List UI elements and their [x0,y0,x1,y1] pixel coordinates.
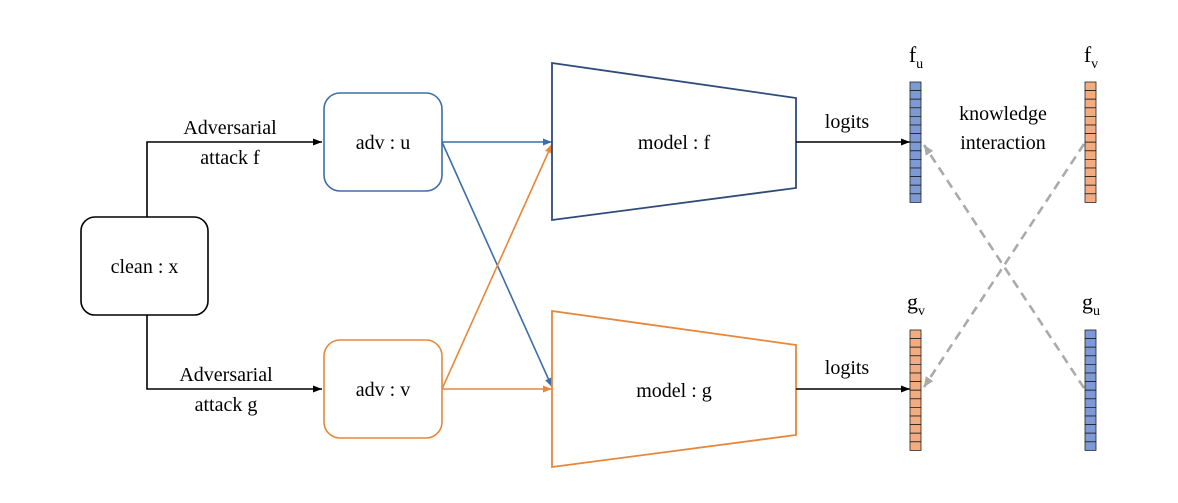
vector-gu-cell [1084,441,1097,451]
vector-gu-cell [1084,363,1097,374]
vector-gu-base: g [1082,289,1093,314]
clean-node-label: clean : x [111,256,179,278]
vector-fv-label: fv [1084,42,1098,72]
vector-gv-cell [909,346,922,357]
vector-fu-label: fu [909,42,923,72]
vector-fv-cell [1084,107,1097,117]
model-f-label: model : f [638,132,711,154]
interaction-arrow-fv-to-gv [922,143,1086,388]
attack-g-label-line2: attack g [195,394,258,416]
attack-f-edge [146,138,322,217]
vector-fv-cell [1084,116,1097,126]
vector-gv-label: gv [907,289,925,319]
vector-gu-cell [1084,389,1097,400]
vector-fu-cell [909,98,922,109]
vector-fu-cell [909,167,922,178]
vector-gu-cell [1084,338,1097,348]
vector-fu-cell [909,81,922,92]
vector-gu-cell [1084,424,1097,434]
attack-f-label-line1: Adversarial [183,117,277,139]
attack-g-label-line1: Adversarial [179,364,273,386]
vector-fu-cell [909,150,922,160]
vector-fv-cell [1084,90,1097,100]
vector-gv-cell [909,415,922,426]
vector-gu-cell [1084,329,1097,340]
vector-fu-cell [909,184,922,195]
vector-gv-cell [909,389,922,400]
vector-fv-cell [1084,133,1097,143]
vector-gv-cell [909,432,922,443]
vector-fu-base: f [909,42,917,67]
vector-fv-cell [1084,158,1097,169]
model-f-trapezoid [551,61,797,222]
interaction-label-line1: knowledge [959,103,1047,125]
vector-fu-cell [909,107,922,117]
vector-gu-cell [1084,346,1097,357]
vector-gu-cell [1084,432,1097,443]
vector-gv-cell [909,424,922,434]
vector-fv-cell [1084,81,1097,92]
vector-gv-sub: v [918,304,925,319]
vector-gu-cell [1084,406,1097,417]
vector-fu-bar [909,81,922,203]
vector-fv-cell [1084,184,1097,195]
adv-u-label: adv : u [356,132,410,154]
vector-fv-cell [1084,98,1097,109]
clean-node [80,216,209,316]
vector-fu-cell [909,158,922,169]
vector-fu-cell [909,116,922,126]
vector-fv-cell [1084,176,1097,186]
vector-gu-cell [1084,355,1097,365]
vector-gu-cell [1084,398,1097,408]
vector-fv-cell [1084,193,1097,203]
vector-fu-cell [909,141,922,152]
vector-gu-cell [1084,372,1097,383]
vector-gu-label: gu [1082,289,1100,319]
attack-g-edge [146,315,322,393]
vector-gv-cell [909,329,922,340]
vector-gv-cell [909,381,922,391]
vector-fu-cell [909,176,922,186]
vector-gv-cell [909,363,922,374]
vector-fu-cell [909,193,922,203]
logits-bottom-label: logits [825,357,870,379]
vector-fv-bar [1084,81,1097,203]
vector-gv-cell [909,372,922,383]
vector-gv-cell [909,441,922,451]
logits-top-label: logits [825,111,870,133]
vector-fu-cell [909,133,922,143]
vector-gv-cell [909,398,922,408]
vector-fv-cell [1084,167,1097,178]
vector-gu-sub: u [1093,304,1100,319]
vector-gv-cell [909,406,922,417]
vector-gv-base: g [907,289,918,314]
vector-fu-sub: u [916,57,923,72]
interaction-label-line2: interaction [960,132,1046,154]
model-g-trapezoid [551,309,797,469]
vector-gv-cell [909,338,922,348]
vector-fv-cell [1084,141,1097,152]
vector-fv-cell [1084,150,1097,160]
vector-fv-sub: v [1091,57,1098,72]
vector-fv-cell [1084,124,1097,135]
vector-fu-cell [909,90,922,100]
model-g-label: model : g [636,380,712,402]
vector-gu-cell [1084,381,1097,391]
adv-v-to-model-f-arrow [441,143,553,390]
vector-gu-cell [1084,415,1097,426]
adv-v-label: adv : v [356,379,410,401]
adv-u-to-model-g-arrow [441,141,553,388]
attack-f-label-line2: attack f [200,147,260,169]
vector-gu-bar [1084,329,1097,451]
vector-gv-cell [909,355,922,365]
interaction-arrow-gu-to-fu [922,144,1086,389]
vector-fu-cell [909,124,922,135]
vector-fv-base: f [1084,42,1092,67]
vector-gv-bar [909,329,922,451]
